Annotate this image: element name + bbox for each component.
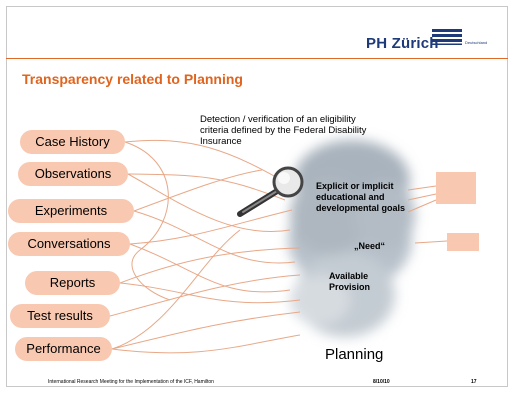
pill-reports: Reports: [25, 271, 120, 295]
logo-text: PH Zürich: [366, 35, 439, 52]
magnifier-icon: [237, 166, 304, 217]
cloud-need-text: „Need“: [354, 241, 386, 251]
cloud-provision-text: Available Provision: [329, 271, 371, 292]
pill-observations: Observations: [18, 162, 128, 186]
logo-subtitle: Deutschland: [465, 40, 488, 45]
cloud-goals-text: Explicit or implicit educational and dev…: [316, 181, 406, 213]
planning-label: Planning: [325, 346, 384, 363]
footer-page-number: 17: [471, 379, 477, 385]
output-box-1: [436, 172, 476, 204]
footer-meeting: International Research Meeting for the I…: [48, 379, 214, 385]
pill-test-results: Test results: [10, 304, 110, 328]
detection-text: Detection / verification of an eligibili…: [200, 114, 367, 147]
cloud-shape: [288, 140, 415, 337]
slide-title: Transparency related to Planning: [22, 71, 243, 87]
output-box-2: [447, 233, 479, 251]
pill-performance: Performance: [15, 337, 112, 361]
pill-case-history: Case History: [20, 130, 125, 154]
pill-experiments: Experiments: [8, 199, 134, 223]
logo-icon: [432, 29, 462, 45]
pill-conversations: Conversations: [8, 232, 130, 256]
header-divider: [6, 58, 508, 59]
slide-frame: [6, 6, 508, 387]
footer-date: 8/10/10: [373, 379, 390, 385]
